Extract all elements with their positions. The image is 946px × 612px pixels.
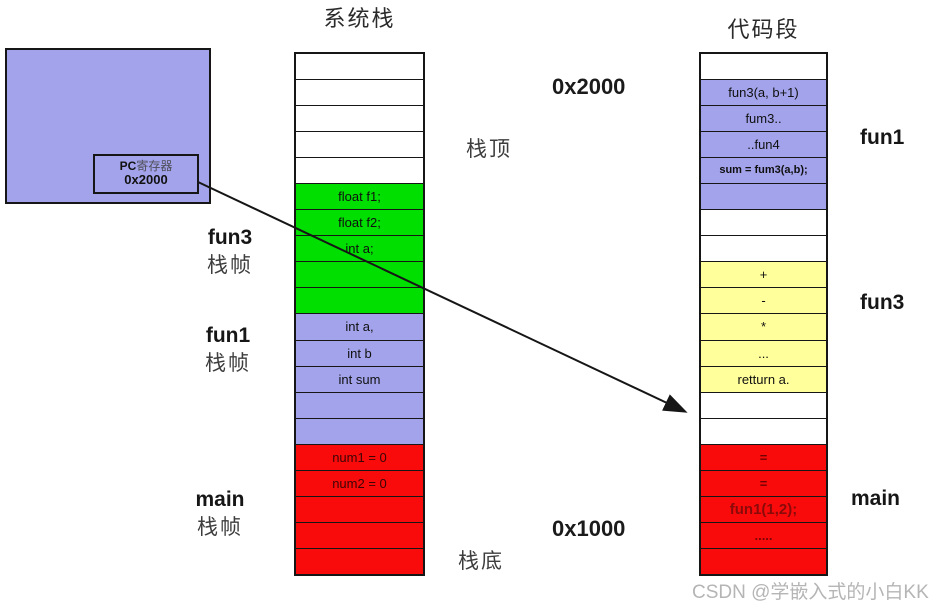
memory-cell	[296, 417, 423, 444]
main-code-label: main	[851, 487, 901, 510]
memory-cell: *	[701, 313, 826, 340]
memory-cell	[701, 209, 826, 236]
memory-cell	[296, 105, 423, 132]
stack-bottom-label: 栈底	[458, 550, 504, 573]
memory-cell: retturn a.	[701, 365, 826, 392]
memory-cell	[701, 54, 826, 80]
address-0x2000-label: 0x2000	[552, 74, 626, 99]
memory-cell	[701, 417, 826, 444]
fun3-code-label: fun3	[860, 291, 905, 314]
memory-cell: ..fun4	[701, 131, 826, 158]
fun1-code-label: fun1	[860, 126, 905, 149]
memory-cell: float f1;	[296, 183, 423, 210]
system-stack-title: 系统栈	[323, 6, 396, 31]
memory-cell	[296, 261, 423, 288]
fun1-frame-label: fun1 栈帧	[186, 322, 270, 379]
memory-cell	[701, 391, 826, 418]
memory-cell: -	[701, 287, 826, 314]
memory-cell: fun3(a, b+1)	[701, 79, 826, 106]
memory-cell	[296, 131, 423, 158]
memory-cell: =	[701, 469, 826, 496]
main-frame-name: main	[195, 488, 245, 511]
memory-cell	[296, 54, 423, 80]
memory-cell: num2 = 0	[296, 469, 423, 496]
memory-cell	[296, 157, 423, 184]
memory-cell: ...	[701, 339, 826, 366]
memory-cell: fun1(1,2);	[701, 495, 826, 522]
memory-cell	[701, 235, 826, 262]
main-frame-label: main 栈帧	[178, 486, 262, 543]
address-0x1000-label: 0x1000	[552, 516, 626, 541]
memory-cell: float f2;	[296, 209, 423, 236]
memory-cell	[701, 547, 826, 574]
memory-cell: int sum	[296, 365, 423, 392]
memory-cell	[296, 521, 423, 548]
pc-register-suffix: 寄存器	[136, 158, 173, 173]
pc-register-box: PC寄存器 0x2000	[93, 154, 199, 194]
memory-cell: num1 = 0	[296, 443, 423, 470]
memory-cell: int a,	[296, 313, 423, 340]
cpu-box: PC寄存器 0x2000	[5, 48, 211, 204]
fun3-frame-label: fun3 栈帧	[188, 224, 272, 281]
pc-register-value: 0x2000	[124, 172, 168, 188]
memory-cell: sum = fum3(a,b);	[701, 157, 826, 184]
pc-register-prefix: PC	[119, 158, 137, 173]
memory-cell	[296, 495, 423, 522]
fun1-frame-sub: 栈帧	[205, 352, 251, 376]
memory-cell	[296, 391, 423, 418]
fun3-frame-sub: 栈帧	[207, 254, 253, 278]
fun3-frame-name: fun3	[207, 226, 253, 249]
memory-cell	[701, 183, 826, 210]
memory-cell: =	[701, 443, 826, 470]
memory-cell: int a;	[296, 235, 423, 262]
memory-cell	[296, 287, 423, 314]
memory-cell	[296, 79, 423, 106]
memory-cell: +	[701, 261, 826, 288]
watermark-text: CSDN @学嵌入式的小白KK	[692, 582, 929, 603]
stack-top-label: 栈顶	[466, 138, 512, 161]
memory-cell	[296, 547, 423, 574]
memory-cell: .....	[701, 521, 826, 548]
fun1-frame-name: fun1	[205, 324, 251, 347]
pc-register-label: PC寄存器	[119, 158, 173, 174]
memory-cell: int b	[296, 339, 423, 366]
code-segment-title: 代码段	[727, 17, 800, 42]
main-frame-sub: 栈帧	[197, 516, 243, 540]
memory-cell: fum3..	[701, 105, 826, 132]
